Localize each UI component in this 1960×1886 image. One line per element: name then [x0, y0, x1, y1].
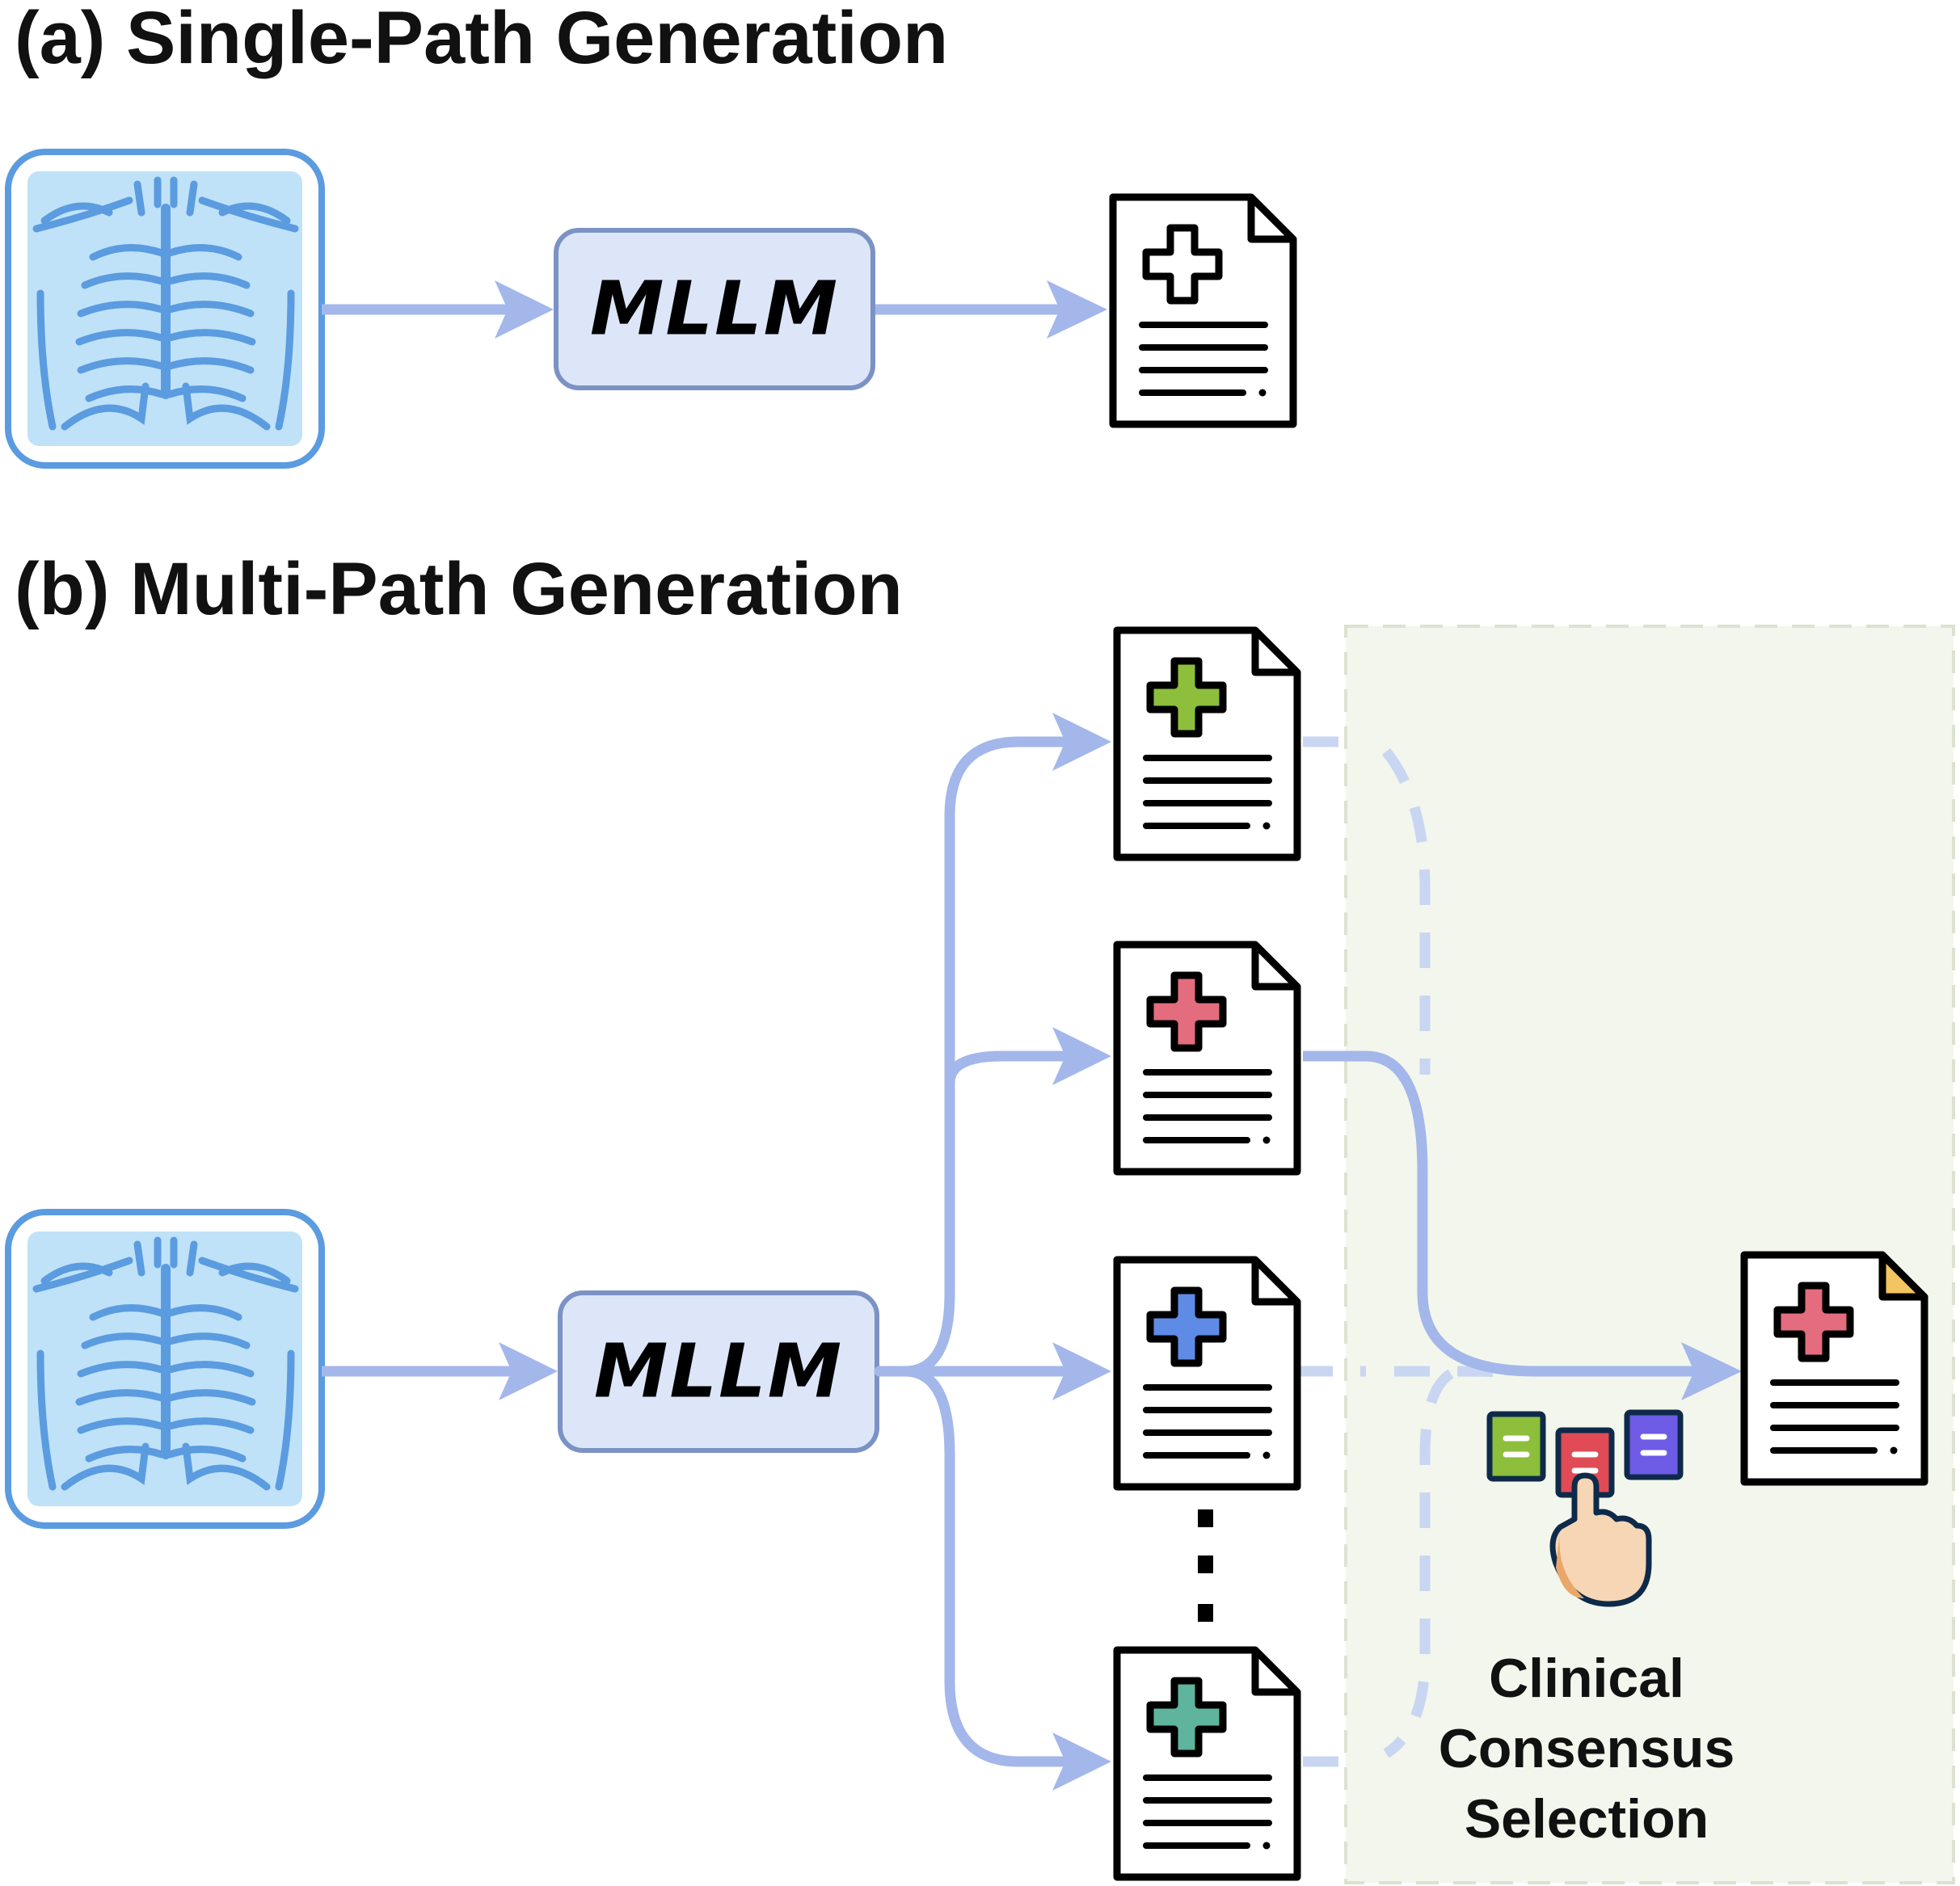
- hand-pointer-selection-icon: [1486, 1409, 1684, 1607]
- branch-arrowheads: [1052, 713, 1111, 1791]
- xray-image-b: [5, 1209, 325, 1529]
- selection-label-line-3: Selection: [1465, 1788, 1709, 1850]
- arrow-xray-to-model-b: [322, 1342, 558, 1400]
- panel-b-title: (b) Multi-Path Generation: [15, 548, 903, 630]
- report-icon-a: [1109, 193, 1297, 428]
- candidate-report-icon-1: [1113, 626, 1301, 861]
- selected-report-icon: [1740, 1251, 1928, 1486]
- ellipsis-dots: [1198, 1509, 1213, 1622]
- candidate-report-icon-2: [1113, 941, 1301, 1176]
- candidate-reports: [1113, 626, 1301, 1881]
- arrow-xray-to-model-a: [322, 280, 554, 339]
- candidate-report-icon-3: [1113, 1256, 1301, 1491]
- xray-image-a: [5, 149, 325, 469]
- branch-to-report-2: [944, 1050, 1085, 1088]
- branch-arrows: [874, 736, 1085, 1767]
- selection-label-line-2: Consensus: [1439, 1718, 1735, 1779]
- branch-to-report-1: [874, 736, 1085, 1377]
- medical-cross-icon: [1146, 971, 1227, 1052]
- model-label-b: MLLM: [594, 1328, 843, 1415]
- branch-to-report-4: [900, 1366, 1085, 1767]
- medical-cross-icon: [1146, 1677, 1227, 1758]
- faded-dashed-connectors: [1297, 736, 1515, 1767]
- arrow-model-to-report-a: [875, 280, 1107, 339]
- selection-label-line-1: Clinical: [1489, 1648, 1684, 1709]
- panel-a-title: (a) Single-Path Generation: [15, 0, 948, 79]
- model-label-a: MLLM: [590, 266, 839, 352]
- candidate-report-icon-4: [1113, 1646, 1301, 1881]
- medical-cross-icon: [1146, 1286, 1227, 1367]
- model-box-b: MLLM: [558, 1290, 879, 1453]
- selection-arrow: [1303, 1050, 1742, 1400]
- medical-cross-icon: [1146, 657, 1227, 738]
- model-box-a: MLLM: [554, 228, 875, 390]
